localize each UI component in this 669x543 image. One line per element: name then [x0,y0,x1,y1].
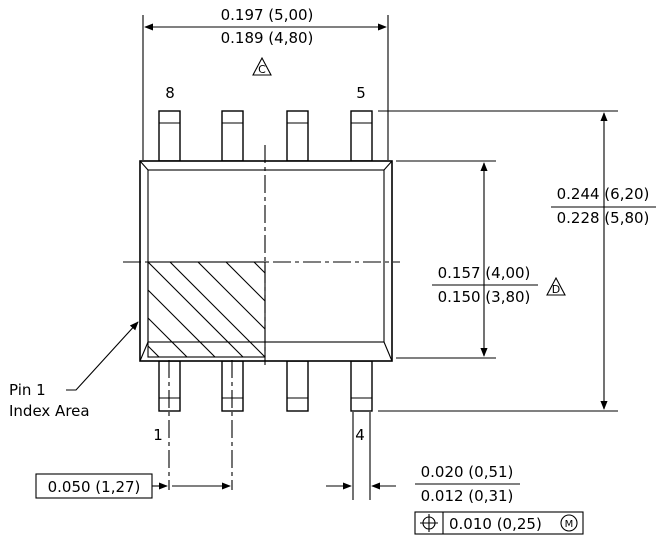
lead-width-min-label: 0.012 (0,31) [421,487,514,505]
bottom-leads [158,360,373,412]
width-dimension: 0.197 (5,00) 0.189 (4,80) C [142,6,389,160]
overall-height-dimension: 0.244 (6,20) 0.228 (5,80) [378,110,656,412]
svg-text:D: D [552,283,560,296]
position-icon [420,514,438,532]
package-body [139,160,393,362]
overall-height-max-label: 0.244 (6,20) [557,185,650,203]
pin-8-label: 8 [165,84,175,102]
pitch-dimension: 0.050 (1,27) [35,473,231,499]
width-max-label: 0.197 (5,00) [221,6,314,24]
pin-5-label: 5 [356,84,366,102]
body-height-max-label: 0.157 (4,00) [438,264,531,282]
datum-d-triangle: D [546,276,566,296]
body-height-min-label: 0.150 (3,80) [438,288,531,306]
svg-text:C: C [258,63,266,76]
body-height-dimension: 0.157 (4,00) 0.150 (3,80) D [396,160,566,359]
position-tolerance-frame: 0.010 (0,25) M [414,511,584,535]
lead-width-max-label: 0.020 (0,51) [421,463,514,481]
pin-1-index-callout: Pin 1 Index Area [9,321,139,420]
width-min-label: 0.189 (4,80) [221,29,314,47]
pin-1-label: 1 [153,426,163,444]
svg-text:M: M [565,519,574,530]
pin-4-label: 4 [355,426,365,444]
pin-1-index-hatch [148,262,265,357]
datum-c-triangle: C [252,56,272,76]
lead-width-dimension: 0.020 (0,51) 0.012 (0,31) [326,412,520,505]
index-label-line2: Index Area [9,402,90,420]
overall-height-min-label: 0.228 (5,80) [557,209,650,227]
max-material-condition-icon: M [560,514,578,532]
position-tolerance-value: 0.010 (0,25) [449,515,542,533]
index-label-line1: Pin 1 [9,381,46,399]
center-lines [123,145,400,490]
pitch-value-label: 0.050 (1,27) [48,478,141,496]
